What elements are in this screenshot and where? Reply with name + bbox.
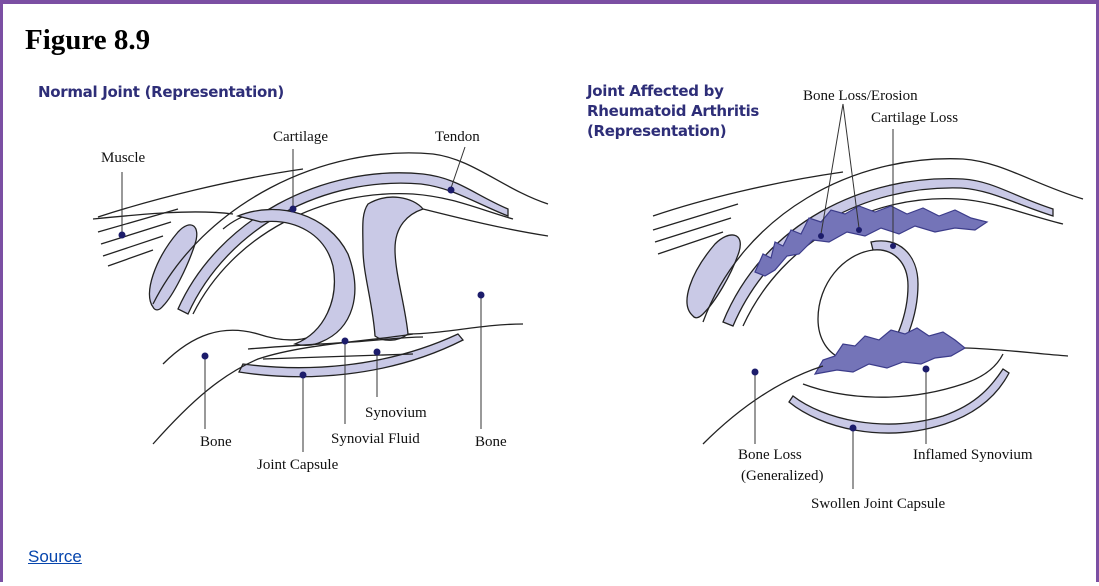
synovium-marker	[374, 349, 381, 356]
normal-joint-diagram: Muscle Cartilage Tendon Bone Joint Capsu…	[93, 129, 548, 473]
label-bone-loss-generalized: (Generalized)	[741, 468, 823, 484]
label-joint-capsule: Joint Capsule	[257, 457, 339, 473]
cartilage-loss-marker	[890, 243, 896, 249]
erosion-marker-2	[856, 227, 862, 233]
erosion-marker-1	[818, 233, 824, 239]
label-synovial-fluid: Synovial Fluid	[331, 431, 420, 447]
label-bone-right: Bone	[475, 434, 507, 450]
label-bone-loss: Bone Loss	[738, 447, 802, 463]
label-cartilage-loss: Cartilage Loss	[871, 110, 958, 126]
label-inflamed-synovium: Inflamed Synovium	[913, 447, 1033, 463]
label-cartilage: Cartilage	[273, 129, 328, 145]
source-link[interactable]: Source	[28, 547, 82, 567]
label-bone-left: Bone	[200, 434, 232, 450]
ra-bone-erosion-top	[755, 206, 987, 276]
label-synovium: Synovium	[365, 405, 427, 421]
joint-capsule-marker	[300, 372, 307, 379]
muscle-marker	[119, 232, 126, 239]
label-muscle: Muscle	[101, 150, 146, 166]
label-tendon: Tendon	[435, 129, 480, 145]
swollen-capsule-marker	[850, 425, 857, 432]
tendon-marker	[448, 187, 455, 194]
synovial-fluid-marker	[342, 338, 349, 345]
label-swollen-joint-capsule: Swollen Joint Capsule	[811, 496, 946, 512]
inflamed-synovium-marker	[923, 366, 930, 373]
cartilage-right	[363, 197, 423, 340]
ra-synovium-inflamed	[815, 328, 965, 374]
ra-joint-diagram: Bone Loss/Erosion Cartilage Loss Bone Lo…	[653, 88, 1083, 512]
label-bone-loss-erosion: Bone Loss/Erosion	[803, 88, 918, 104]
bone-right-marker	[478, 292, 485, 299]
bone-left-marker	[202, 353, 209, 360]
bone-loss-marker	[752, 369, 759, 376]
joint-diagrams: Muscle Cartilage Tendon Bone Joint Capsu…	[3, 4, 1099, 586]
ra-muscle-fibers	[653, 172, 843, 254]
cartilage-marker	[290, 206, 297, 213]
